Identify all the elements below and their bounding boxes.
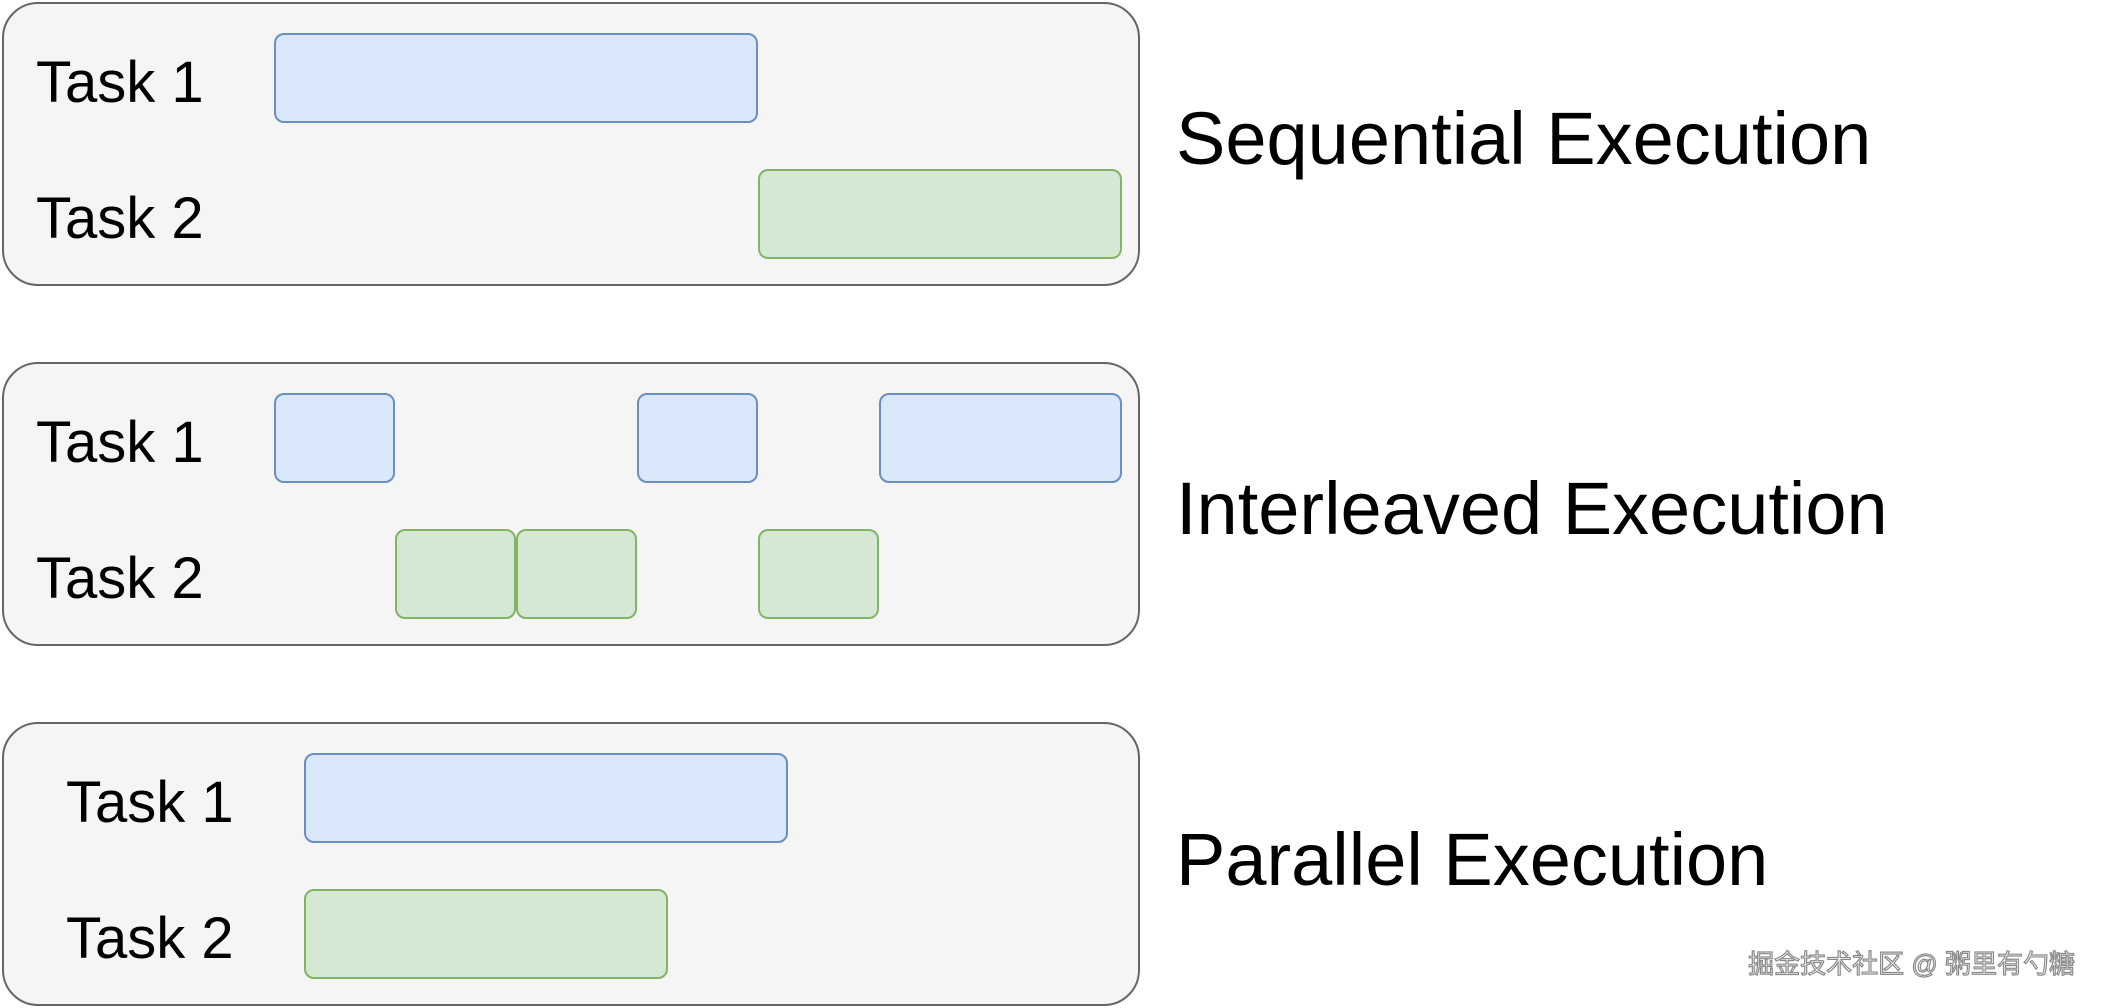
parallel-execution-caption: Parallel Execution [1176, 818, 1769, 901]
task-2-label: Task 2 [36, 546, 204, 611]
sequential-execution-caption: Sequential Execution [1176, 97, 1872, 180]
task-1-label: Task 1 [36, 410, 204, 475]
task-1-block [637, 393, 758, 483]
task-2-block [758, 169, 1122, 259]
task-1-label: Task 1 [36, 50, 204, 115]
task-2-label: Task 2 [66, 906, 234, 971]
task-2-block [304, 889, 668, 979]
task-1-block [879, 393, 1122, 483]
sequential-execution-panel: Task 1 Task 2 [2, 2, 1140, 286]
interleaved-execution-caption: Interleaved Execution [1176, 467, 1888, 550]
task-2-label: Task 2 [36, 186, 204, 251]
interleaved-execution-panel: Task 1 Task 2 [2, 362, 1140, 646]
task-2-block [395, 529, 516, 619]
task-2-block [758, 529, 879, 619]
task-2-block [516, 529, 637, 619]
task-1-block [304, 753, 788, 843]
task-1-block [274, 393, 395, 483]
task-1-label: Task 1 [66, 770, 234, 835]
parallel-execution-panel: Task 1 Task 2 [2, 722, 1140, 1006]
watermark: 掘金技术社区 @ 粥里有勺糖 [1748, 949, 2076, 979]
task-1-block [274, 33, 758, 123]
